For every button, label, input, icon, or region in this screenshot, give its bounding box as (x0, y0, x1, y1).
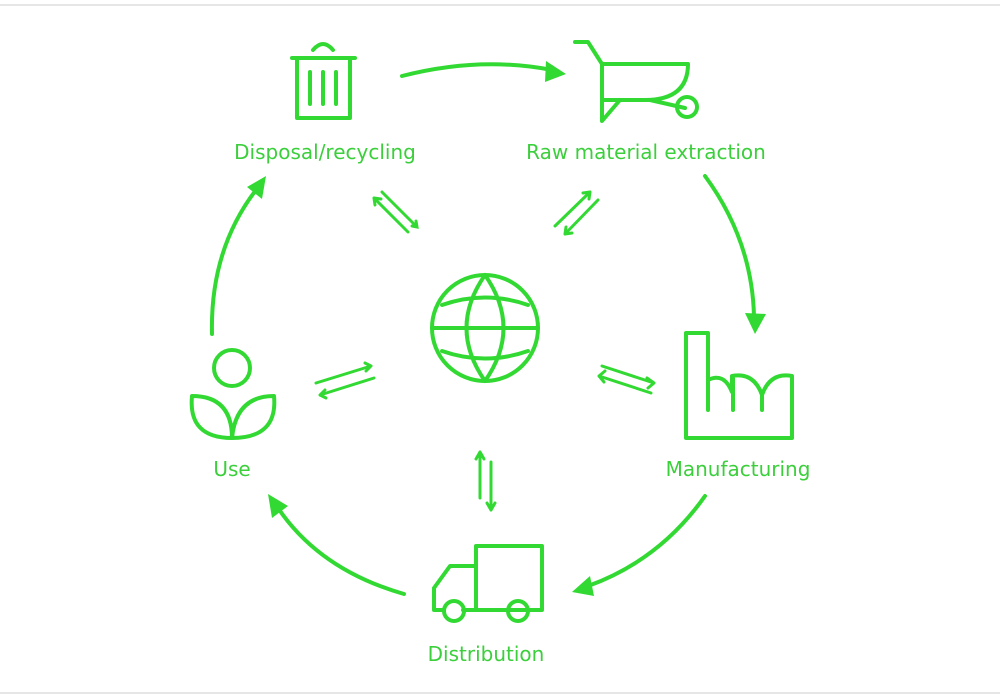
cycle-arrow-raw-to-manufacturing (703, 174, 766, 334)
exchange-arrows-distribution (474, 450, 497, 512)
stage-label-distribution: Distribution (428, 642, 545, 666)
top-border (0, 4, 1000, 6)
exchange-arrows-disposal (372, 190, 419, 234)
stage-label-raw-material: Raw material extraction (526, 140, 766, 164)
cycle-arrow-distribution-to-use (268, 494, 406, 596)
factory-icon (684, 331, 794, 440)
cycle-arrow-manufacturing-to-distribution (572, 494, 707, 596)
exchange-arrows-raw-material (553, 190, 600, 236)
exchange-arrows-use (314, 361, 376, 400)
stage-label-use: Use (213, 457, 250, 481)
person-icon (189, 348, 277, 440)
stage-label-manufacturing: Manufacturing (666, 457, 811, 481)
trash-can-icon (290, 42, 357, 120)
cycle-arrow-disposal-to-raw (400, 61, 566, 82)
bottom-border (0, 692, 1000, 694)
stage-label-disposal: Disposal/recycling (234, 140, 416, 164)
truck-icon (432, 544, 544, 623)
cycle-arrow-use-to-disposal (209, 176, 266, 336)
globe-icon (430, 273, 540, 383)
wheelbarrow-icon (573, 40, 699, 123)
exchange-arrows-manufacturing (597, 364, 656, 395)
